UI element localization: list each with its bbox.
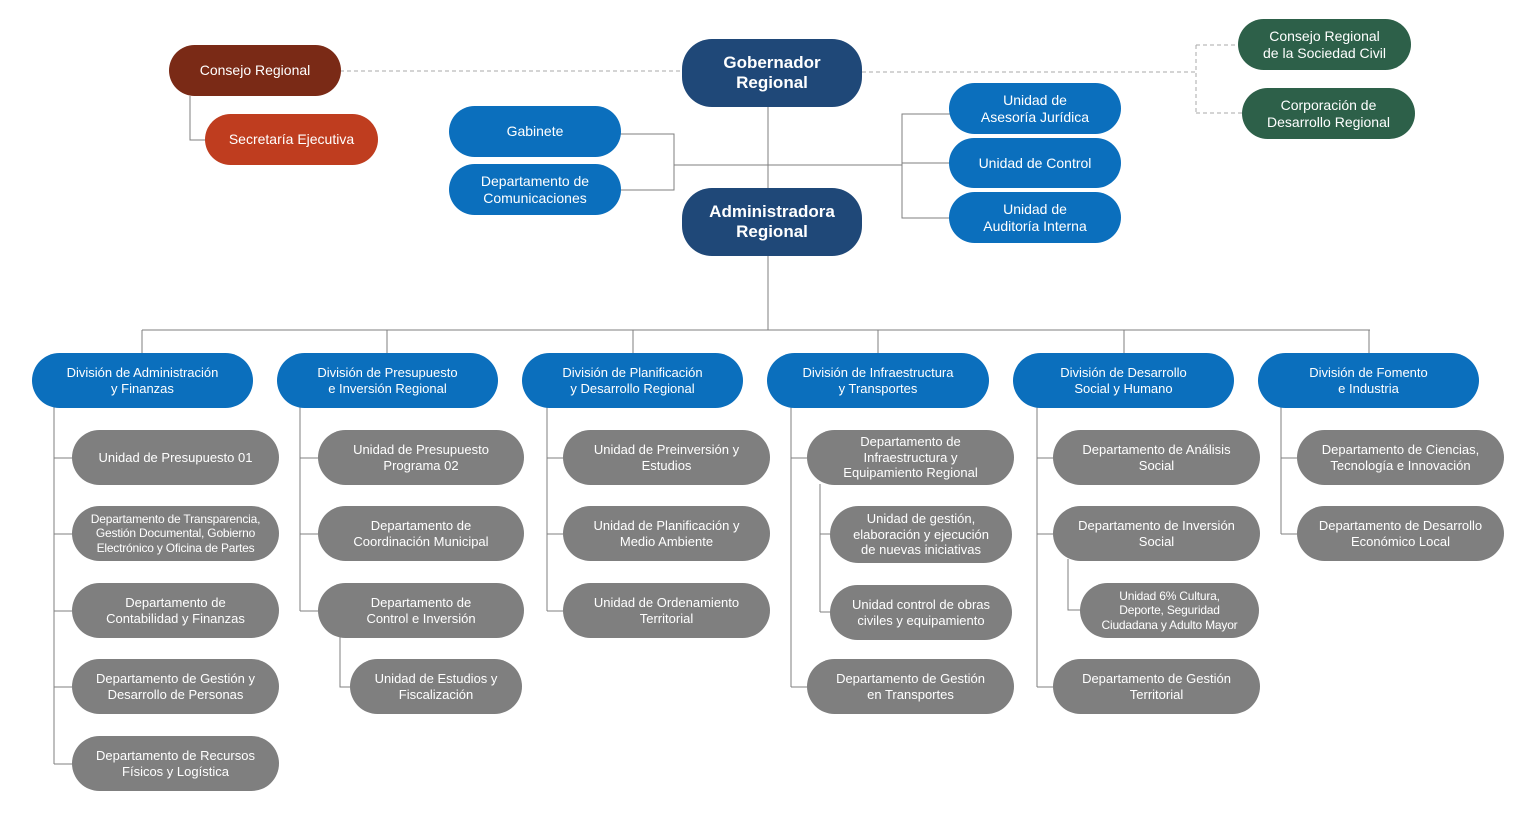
division-budget: División de Presupuesto e Inversión Regi… [277,353,498,408]
development-corporation-node: Corporación de Desarrollo Regional [1242,88,1415,139]
unit-node: Unidad de Preinversión y Estudios [563,430,770,485]
unit-node: Unidad de Planificación y Medio Ambiente [563,506,770,561]
division-infrastructure: División de Infraestructura y Transporte… [767,353,989,408]
subunit-node: Unidad de Estudios y Fiscalización [350,659,522,714]
unit-node: Departamento de Desarrollo Económico Loc… [1297,506,1504,561]
unit-node: Departamento de Inversión Social [1053,506,1260,561]
unit-node: Departamento de Control e Inversión [318,583,524,638]
unit-node: Departamento de Gestión y Desarrollo de … [72,659,279,714]
civil-society-council-node: Consejo Regional de la Sociedad Civil [1238,19,1411,70]
legal-unit-node: Unidad de Asesoría Jurídica [949,83,1121,134]
executive-secretariat-node: Secretaría Ejecutiva [205,114,378,165]
administrator-node: Administradora Regional [682,188,862,256]
unit-node: Departamento de Contabilidad y Finanzas [72,583,279,638]
unit-node: Unidad de Presupuesto 01 [72,430,279,485]
unit-node: Departamento de Recursos Físicos y Logís… [72,736,279,791]
unit-node: Departamento de Transparencia, Gestión D… [72,506,279,561]
control-unit-node: Unidad de Control [949,138,1121,188]
unit-node: Departamento de Gestión en Transportes [807,659,1014,714]
unit-node: Departamento de Ciencias, Tecnología e I… [1297,430,1504,485]
audit-unit-node: Unidad de Auditoría Interna [949,192,1121,243]
unit-node: Departamento de Coordinación Municipal [318,506,524,561]
cabinet-node: Gabinete [449,106,621,157]
division-administration: División de Administración y Finanzas [32,353,253,408]
unit-node: Unidad de Ordenamiento Territorial [563,583,770,638]
communications-node: Departamento de Comunicaciones [449,164,621,215]
unit-node: Departamento de Gestión Territorial [1053,659,1260,714]
unit-node: Unidad de Presupuesto Programa 02 [318,430,524,485]
division-social: División de Desarrollo Social y Humano [1013,353,1234,408]
regional-council-node: Consejo Regional [169,45,341,96]
division-development: División de Fomento e Industria [1258,353,1479,408]
division-planning: División de Planificación y Desarrollo R… [522,353,743,408]
subunit-node: Unidad de gestión, elaboración y ejecuci… [830,506,1012,563]
unit-node: Departamento de Infraestructura y Equipa… [807,430,1014,485]
unit-node: Departamento de Análisis Social [1053,430,1260,485]
subunit-node: Unidad 6% Cultura, Deporte, Seguridad Ci… [1080,583,1259,638]
subunit-node: Unidad control de obras civiles y equipa… [830,585,1012,640]
governor-node: Gobernador Regional [682,39,862,107]
